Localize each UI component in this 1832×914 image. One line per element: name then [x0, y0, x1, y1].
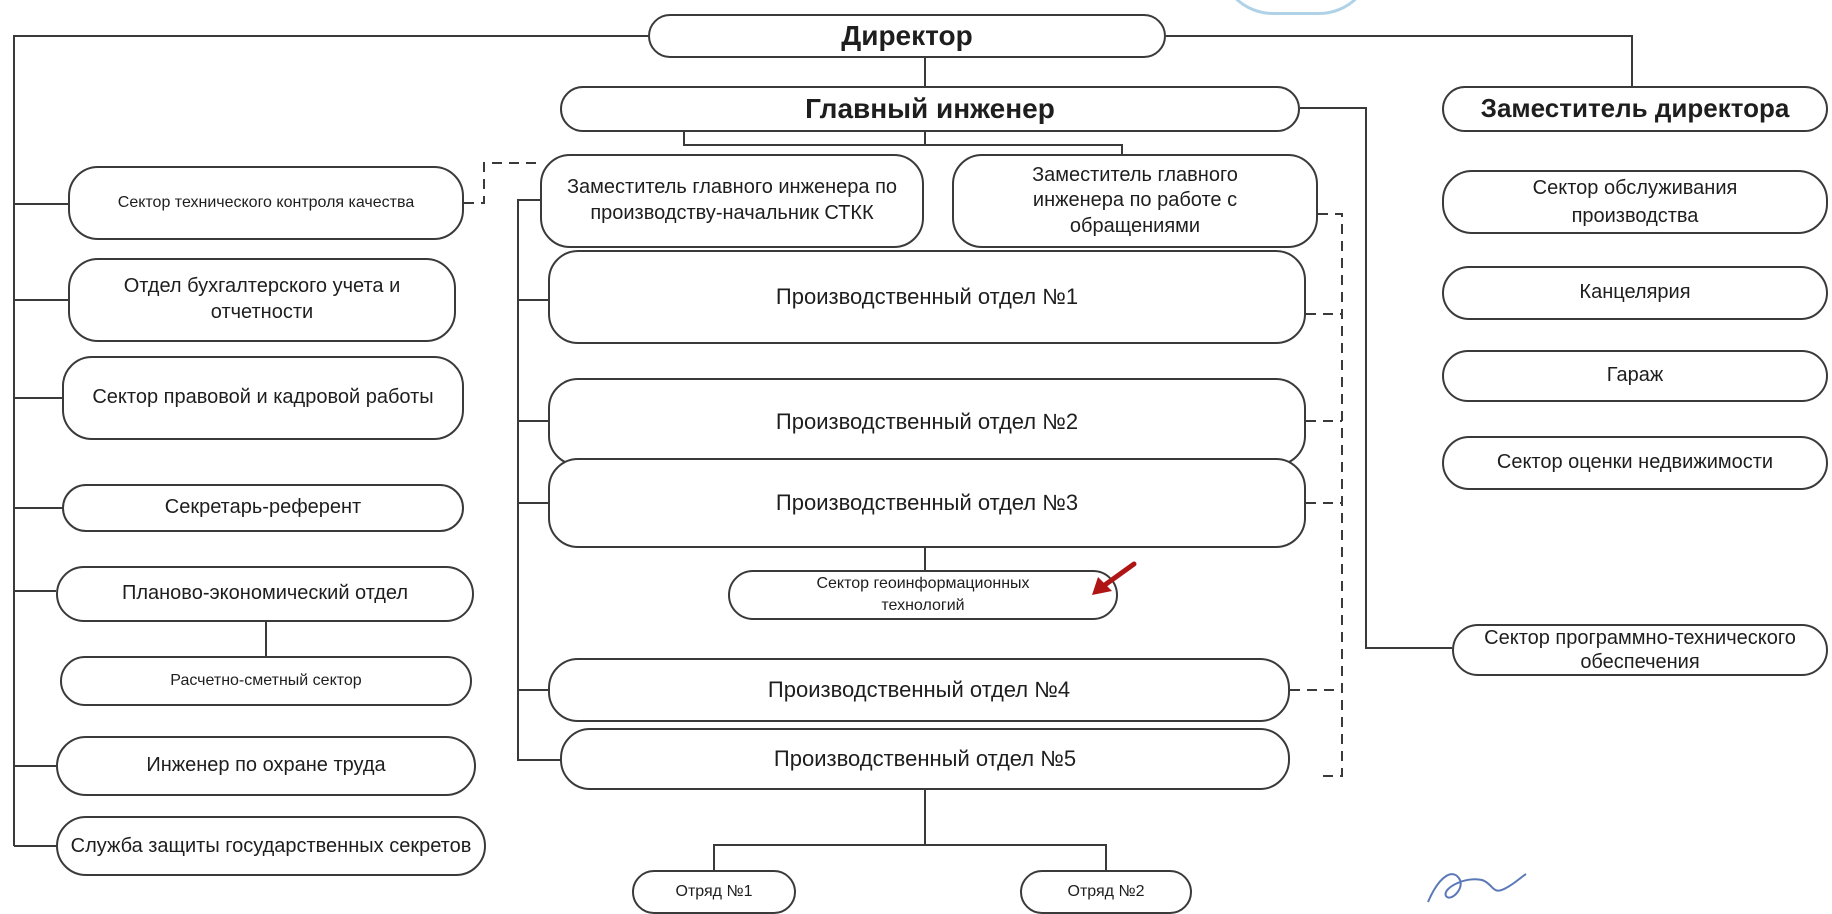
box-detachment-1-label: Отряд №1: [675, 882, 753, 900]
box-detachment-1: Отряд №1: [632, 870, 796, 914]
box-legal-hr-sector: Сектор правовой и кадровой работы: [62, 356, 464, 440]
box-production-department-4-label: Производственный отдел №4: [767, 676, 1071, 702]
box-secretary: Секретарь-референт: [62, 484, 464, 532]
box-quality-control-sector: Сектор технического контроля качества: [68, 166, 464, 240]
highlight-arrow-icon: [1092, 561, 1137, 595]
box-deputy-appeals-label: Заместитель главного инженера по работе …: [1032, 163, 1238, 237]
box-labor-safety-engineer-label: Инженер по охране труда: [146, 754, 386, 777]
box-state-secrets-service: Служба защиты государственных секретов: [56, 816, 486, 876]
signature-icon: [1427, 873, 1527, 903]
box-production-department-5: Производственный отдел №5: [560, 728, 1290, 790]
box-deputy-director: Заместитель директора: [1442, 86, 1828, 132]
box-production-department-1: Производственный отдел №1: [548, 250, 1306, 344]
box-production-department-3-label: Производственный отдел №3: [775, 489, 1079, 515]
box-chancellery-label: Канцелярия: [1579, 281, 1691, 304]
box-production-department-4: Производственный отдел №4: [548, 658, 1290, 722]
box-gis-sector: Сектор геоинформационных технологий: [728, 570, 1118, 620]
box-production-service-sector-label: Сектор обслуживания производства: [1532, 177, 1738, 227]
box-production-department-3: Производственный отдел №3: [548, 458, 1306, 548]
box-planning-economic-department: Планово-экономический отдел: [56, 566, 474, 622]
box-secretary-label: Секретарь-референт: [164, 496, 362, 519]
box-gis-sector-label: Сектор геоинформационных технологий: [816, 575, 1030, 614]
box-detachment-2: Отряд №2: [1020, 870, 1192, 914]
box-quality-control-sector-label: Сектор технического контроля качества: [117, 193, 415, 211]
box-legal-hr-sector-label: Сектор правовой и кадровой работы: [92, 386, 434, 409]
box-real-estate-valuation-sector-label: Сектор оценки недвижимости: [1496, 451, 1774, 474]
box-production-department-1-label: Производственный отдел №1: [775, 283, 1079, 309]
box-deputy-production: Заместитель главного инженера по произво…: [540, 154, 924, 248]
box-production-service-sector: Сектор обслуживания производства: [1442, 170, 1828, 234]
box-accounting-department-label: Отдел бухгалтерского учета и отчетности: [123, 275, 401, 323]
box-production-department-2-label: Производственный отдел №2: [775, 408, 1079, 434]
box-labor-safety-engineer: Инженер по охране труда: [56, 736, 476, 796]
box-estimates-sector: Расчетно-сметный сектор: [60, 656, 472, 706]
box-deputy-production-label: Заместитель главного инженера по произво…: [566, 176, 898, 224]
box-chancellery: Канцелярия: [1442, 266, 1828, 320]
box-state-secrets-service-label: Служба защиты государственных секретов: [70, 835, 472, 857]
box-chief-engineer: Главный инженер: [560, 86, 1300, 132]
box-deputy-appeals: Заместитель главного инженера по работе …: [952, 154, 1318, 248]
box-garage: Гараж: [1442, 350, 1828, 402]
box-detachment-2-label: Отряд №2: [1067, 882, 1145, 900]
box-accounting-department: Отдел бухгалтерского учета и отчетности: [68, 258, 456, 342]
box-software-technical-sector: Сектор программно-технического обеспечен…: [1452, 624, 1828, 676]
box-planning-economic-department-label: Планово-экономический отдел: [121, 582, 409, 605]
box-software-technical-sector-label: Сектор программно-технического обеспечен…: [1484, 627, 1796, 673]
box-production-department-5-label: Производственный отдел №5: [773, 745, 1077, 771]
box-real-estate-valuation-sector: Сектор оценки недвижимости: [1442, 436, 1828, 490]
box-production-department-2: Производственный отдел №2: [548, 378, 1306, 466]
box-garage-label: Гараж: [1606, 364, 1664, 387]
box-estimates-sector-label: Расчетно-сметный сектор: [170, 671, 362, 689]
box-director: Директор: [648, 14, 1166, 58]
